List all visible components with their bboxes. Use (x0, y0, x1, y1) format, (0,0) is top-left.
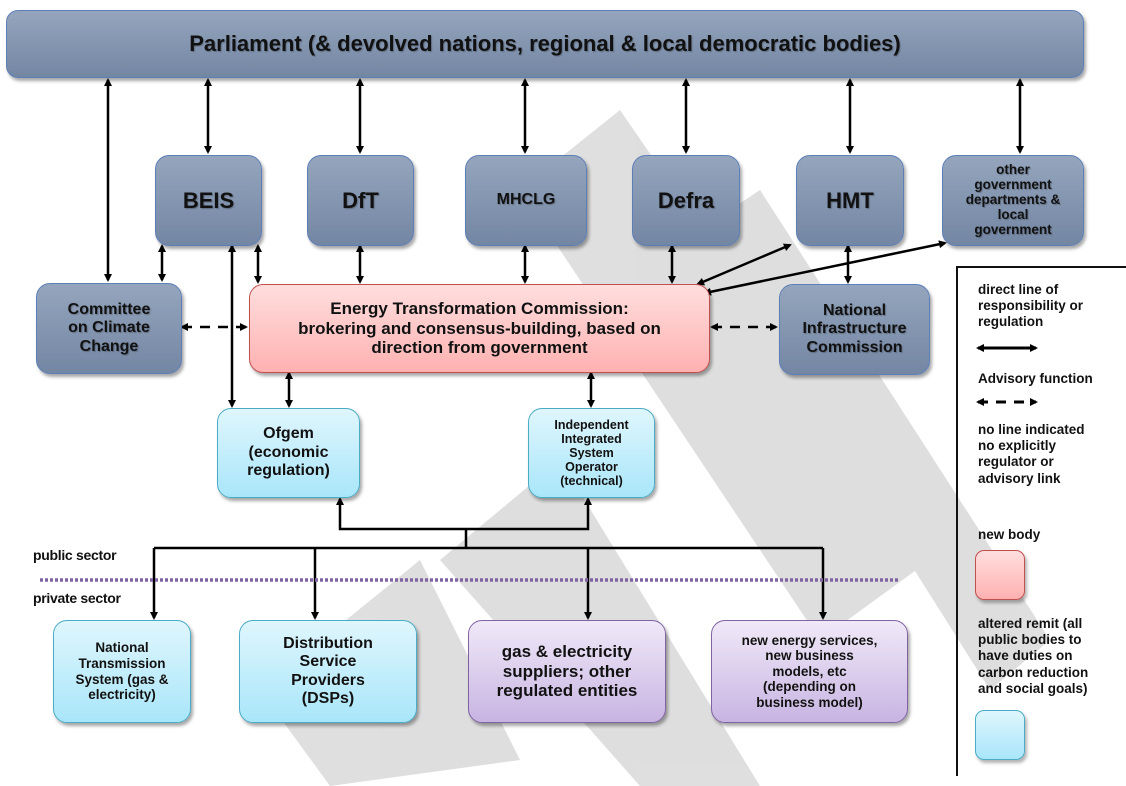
national-infrastructure-commission-label: National Infrastructure Commission (802, 301, 907, 356)
bracket-regulators (336, 497, 592, 531)
ofgem-box: Ofgem (economic regulation) (217, 408, 360, 498)
national-transmission-system-box: National Transmission System (gas & elec… (53, 620, 191, 723)
legend-no-line-label: no line indicated no explicitly regulato… (978, 422, 1085, 486)
national-infrastructure-commission-box: National Infrastructure Commission (779, 284, 930, 375)
iiso-label: Independent Integrated System Operator (… (554, 418, 629, 488)
beis-label: BEIS (182, 187, 235, 213)
energy-transformation-commission-label: Energy Transformation Commission: broker… (298, 299, 661, 358)
defra-label: Defra (657, 187, 715, 213)
mhclg-label: MHCLG (496, 191, 556, 209)
hmt-box: HMT (796, 155, 904, 246)
watermark-stroke (520, 110, 930, 640)
energy-transformation-commission-box: Energy Transformation Commission: broker… (249, 284, 710, 373)
distribution-service-providers-label: Distribution Service Providers (DSPs) (283, 634, 373, 707)
committee-climate-change-box: Committee on Climate Change (36, 283, 182, 374)
new-energy-services-box: new energy services, new business models… (711, 620, 908, 723)
distribution-service-providers-box: Distribution Service Providers (DSPs) (239, 620, 417, 723)
defra-box: Defra (632, 155, 740, 246)
national-transmission-system-label: National Transmission System (gas & elec… (75, 640, 169, 703)
committee-climate-change-label: Committee on Climate Change (67, 300, 151, 355)
parliament-label: Parliament (& devolved nations, regional… (189, 31, 901, 57)
legend-new-body-label: new body (978, 527, 1041, 542)
legend-altered-remit-label: altered remit (all public bodies to have… (978, 616, 1089, 696)
new-energy-services-label: new energy services, new business models… (741, 632, 878, 710)
hmt-label: HMT (826, 187, 874, 213)
arrow-other-etc (703, 240, 947, 296)
parliament-box: Parliament (& devolved nations, regional… (6, 10, 1084, 78)
legend-direct-line-label: direct line of responsibility or regulat… (978, 282, 1084, 330)
legend-panel (956, 266, 1126, 776)
ofgem-label: Ofgem (economic regulation) (247, 425, 330, 480)
dft-box: DfT (307, 155, 414, 246)
other-departments-label: other government departments & local gov… (965, 162, 1061, 237)
private-sector-label: private sector (33, 590, 121, 606)
other-departments-box: other government departments & local gov… (942, 155, 1084, 246)
beis-box: BEIS (155, 155, 262, 246)
mhclg-box: MHCLG (465, 155, 587, 246)
suppliers-label: gas & electricity suppliers; other regul… (496, 642, 638, 701)
legend-advisory-label: Advisory function (978, 371, 1093, 386)
suppliers-box: gas & electricity suppliers; other regul… (468, 620, 666, 723)
legend-altered-remit-swatch (975, 710, 1025, 760)
iiso-box: Independent Integrated System Operator (… (528, 408, 655, 498)
public-sector-label: public sector (33, 547, 117, 563)
legend-new-body-swatch (975, 550, 1025, 600)
dft-label: DfT (342, 187, 379, 213)
